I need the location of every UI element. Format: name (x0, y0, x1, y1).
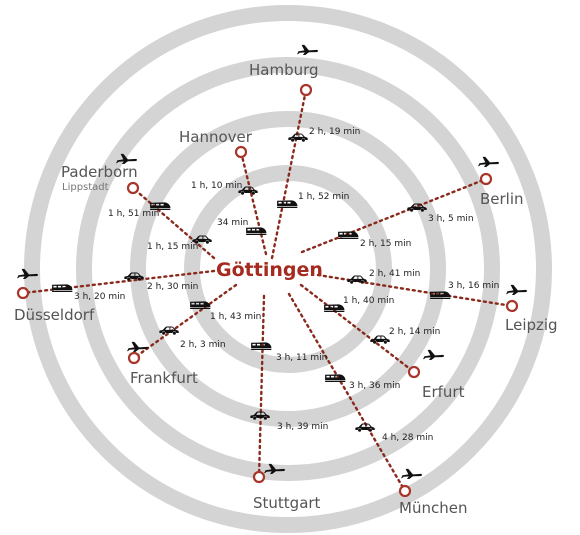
plane-icon (127, 341, 149, 352)
time-label-leipzig-train: 3 h, 16 min (448, 281, 499, 291)
time-label-muenchen-car: 4 h, 28 min (382, 433, 433, 443)
train-icon (52, 284, 73, 292)
city-marker-paderborn[interactable] (126, 181, 140, 195)
city-markers (16, 83, 519, 498)
route-frankfurt (132, 283, 238, 360)
city-label-duesseldorf: Düsseldorf (14, 306, 95, 324)
route-duesseldorf (21, 269, 216, 295)
time-label-erfurt-car: 2 h, 14 min (389, 327, 440, 337)
city-marker-erfurt[interactable] (407, 365, 421, 379)
ring-inner (184, 165, 392, 373)
plane-icon (401, 468, 423, 479)
time-label-hamburg-train: 1 h, 52 min (298, 192, 349, 202)
train-icon (246, 227, 267, 235)
route-stuttgart (257, 294, 266, 479)
time-label-muenchen-train: 3 h, 36 min (349, 381, 400, 391)
distance-rings (24, 5, 552, 533)
city-marker-leipzig[interactable] (505, 299, 519, 313)
plane-icon (478, 156, 500, 167)
train-icon (277, 200, 298, 208)
hub-label: Göttingen (216, 259, 323, 281)
city-label-paderborn: Paderborn (61, 163, 138, 181)
city-labels: Hamburg Hannover Paderborn Lippstadt Ber… (14, 61, 558, 517)
time-label-duesseldorf-car: 2 h, 30 min (147, 282, 198, 292)
train-icon (251, 342, 272, 350)
ring-3 (76, 57, 500, 481)
city-marker-hannover[interactable] (234, 145, 248, 159)
city-marker-stuttgart[interactable] (252, 470, 266, 484)
time-label-berlin-car: 3 h, 5 min (428, 214, 474, 224)
ring-outer (24, 5, 552, 533)
time-label-hannover-train: 34 min (217, 218, 248, 228)
train-icon (325, 374, 346, 382)
time-label-paderborn-train: 1 h, 51 min (108, 209, 159, 219)
time-label-leipzig-car: 2 h, 41 min (369, 269, 420, 279)
city-label-erfurt: Erfurt (422, 383, 465, 401)
route-erfurt (299, 283, 416, 374)
time-label-paderborn-car: 1 h, 15 min (147, 242, 198, 252)
time-label-duesseldorf-train: 3 h, 20 min (74, 292, 125, 302)
time-labels: 2 h, 19 min 1 h, 52 min 1 h, 10 min 34 m… (74, 127, 499, 443)
ring-2 (130, 111, 446, 427)
time-label-stuttgart-train: 3 h, 11 min (276, 353, 327, 363)
time-label-frankfurt-car: 2 h, 3 min (180, 340, 226, 350)
time-label-hamburg-car: 2 h, 19 min (309, 127, 360, 137)
time-label-stuttgart-car: 3 h, 39 min (277, 422, 328, 432)
city-label-stuttgart: Stuttgart (253, 494, 321, 512)
car-icon (370, 335, 390, 344)
city-marker-hamburg[interactable] (299, 83, 313, 97)
plane-icon (506, 284, 528, 295)
city-label-frankfurt: Frankfurt (130, 369, 198, 387)
route-berlin (300, 177, 488, 254)
city-marker-duesseldorf[interactable] (16, 286, 30, 300)
city-sublabel-lippstadt: Lippstadt (62, 182, 109, 193)
time-label-erfurt-train: 1 h, 40 min (343, 296, 394, 306)
plane-icon (297, 44, 319, 55)
route-hannover (239, 150, 268, 256)
time-label-hannover-car: 1 h, 10 min (191, 181, 242, 191)
city-label-leipzig: Leipzig (505, 316, 558, 334)
time-label-berlin-train: 2 h, 15 min (360, 239, 411, 249)
route-hamburg (270, 88, 308, 260)
city-marker-berlin[interactable] (479, 172, 493, 186)
city-marker-frankfurt[interactable] (127, 351, 141, 365)
car-icon (347, 275, 367, 284)
plane-icon (423, 349, 445, 360)
city-label-hamburg: Hamburg (249, 61, 319, 79)
city-marker-muenchen[interactable] (398, 484, 412, 498)
train-icon (338, 231, 359, 239)
route-paderborn (131, 186, 216, 260)
time-label-frankfurt-train: 1 h, 43 min (210, 312, 261, 322)
city-label-hannover: Hannover (179, 128, 253, 146)
city-label-muenchen: München (399, 499, 467, 517)
route-muenchen (287, 292, 407, 493)
routes (21, 88, 514, 493)
city-label-berlin: Berlin (480, 190, 524, 208)
